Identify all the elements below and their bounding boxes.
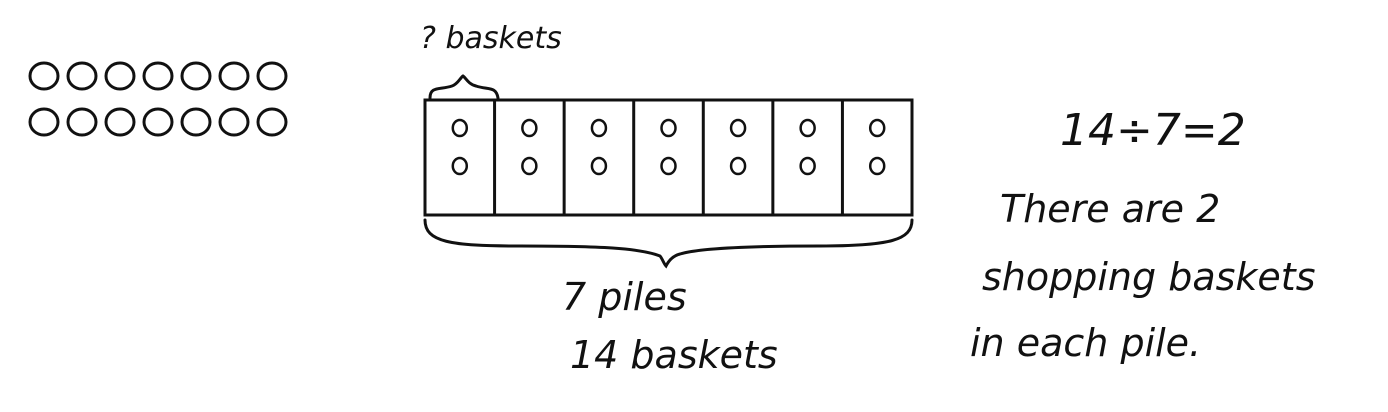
tape-basket-circle bbox=[521, 156, 538, 176]
loose-basket-circle bbox=[28, 61, 60, 91]
tape-basket-circle bbox=[521, 118, 538, 138]
tape-basket-circle bbox=[868, 118, 886, 138]
tape-basket-circle bbox=[451, 118, 469, 138]
loose-basket-circle bbox=[66, 61, 98, 91]
loose-basket-circle bbox=[218, 61, 250, 91]
answer-line-1: There are 2 bbox=[1000, 187, 1220, 231]
bottom-brace-label-piles: 7 piles bbox=[562, 275, 687, 319]
tape-outline bbox=[423, 98, 914, 217]
loose-basket-circle bbox=[66, 107, 98, 137]
loose-basket-circle bbox=[104, 61, 136, 91]
loose-basket-circle bbox=[180, 61, 212, 91]
loose-basket-circle bbox=[256, 61, 288, 91]
loose-basket-circle bbox=[142, 107, 174, 137]
answer-line-2: shopping baskets bbox=[982, 255, 1316, 299]
tape-bar bbox=[423, 98, 914, 217]
bottom-brace-label-baskets: 14 baskets bbox=[570, 333, 778, 377]
tape-basket-circle bbox=[660, 118, 677, 138]
loose-basket-circle bbox=[218, 107, 250, 137]
loose-baskets-group bbox=[28, 61, 288, 137]
loose-basket-circle bbox=[256, 107, 288, 137]
tape-basket-circle bbox=[799, 156, 816, 176]
equation-text: 14÷7=2 bbox=[1060, 105, 1246, 156]
tape-basket-circle bbox=[729, 156, 747, 176]
tape-basket-circle bbox=[799, 118, 816, 138]
answer-line-3: in each pile. bbox=[970, 321, 1201, 365]
top-brace-label: ? baskets bbox=[420, 21, 562, 56]
loose-basket-circle bbox=[104, 107, 136, 137]
tape-basket-circle bbox=[729, 118, 747, 138]
tape-basket-circle bbox=[590, 156, 608, 176]
loose-basket-circle bbox=[28, 107, 60, 137]
bottom-brace bbox=[423, 218, 914, 269]
tape-basket-circle bbox=[660, 156, 677, 176]
tape-basket-circle bbox=[590, 118, 608, 138]
tape-basket-circle bbox=[451, 156, 469, 176]
loose-basket-circle bbox=[180, 107, 212, 137]
top-brace bbox=[428, 74, 500, 100]
tape-basket-circle bbox=[868, 156, 886, 176]
loose-basket-circle bbox=[142, 61, 174, 91]
